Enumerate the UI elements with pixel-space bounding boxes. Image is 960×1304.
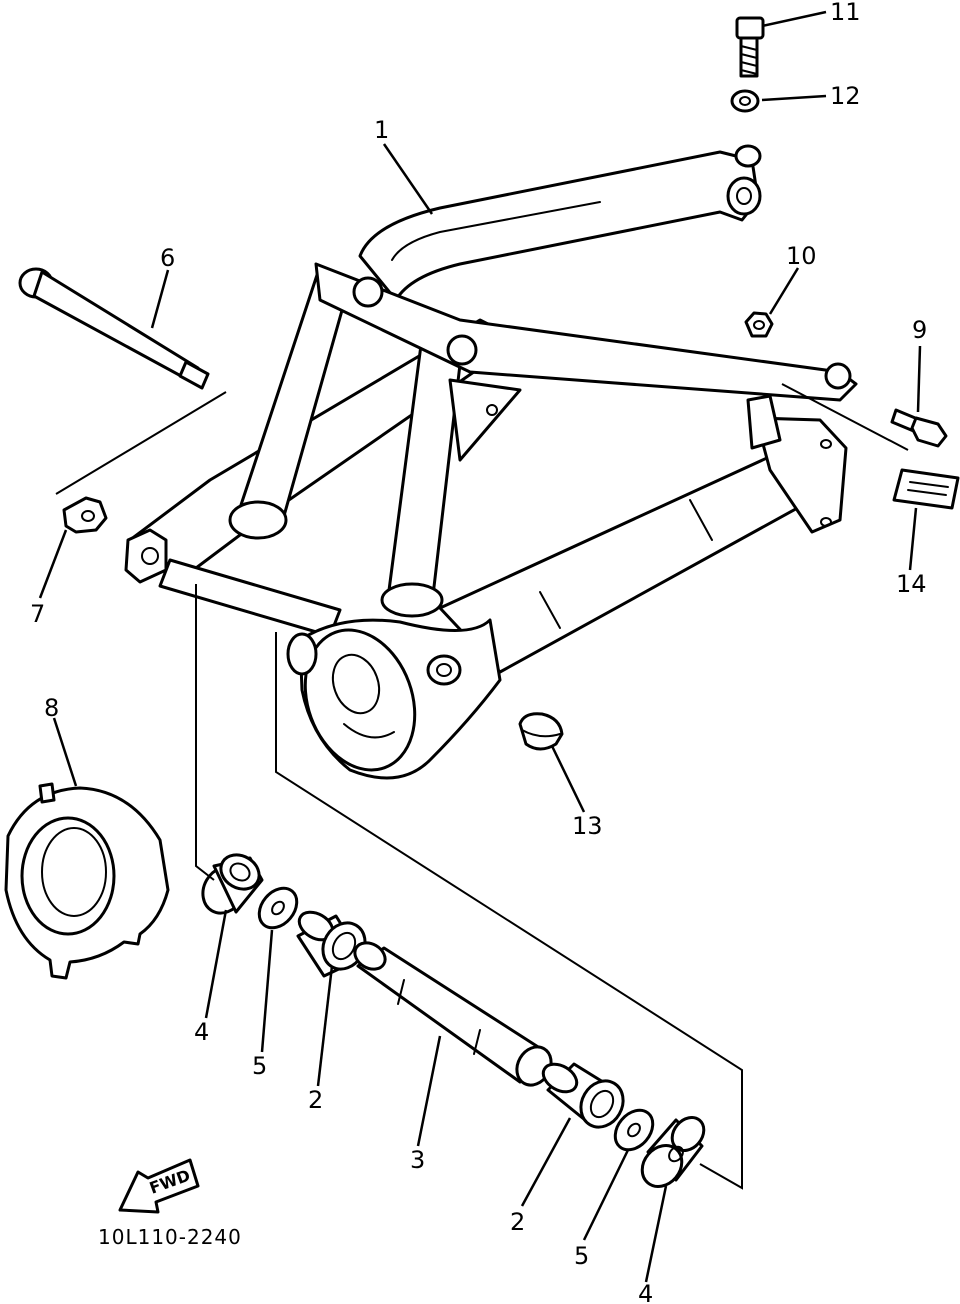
upper-arm-1 bbox=[358, 144, 762, 302]
callout-5-right: 5 bbox=[574, 1242, 589, 1270]
dust-cover-8 bbox=[4, 782, 170, 980]
nut-10 bbox=[744, 311, 774, 338]
cap-13 bbox=[518, 712, 564, 751]
callout-2-left: 2 bbox=[308, 1086, 323, 1114]
washer-5-right bbox=[613, 1108, 655, 1152]
plate-7 bbox=[62, 496, 108, 534]
fwd-arrow-icon: FWD bbox=[118, 1158, 200, 1214]
label-plate-14 bbox=[892, 468, 960, 510]
bearing-2-right bbox=[541, 1062, 625, 1129]
callout-4-right: 4 bbox=[638, 1280, 653, 1304]
leader-lines bbox=[38, 10, 922, 1283]
pivot-shaft-6 bbox=[18, 267, 210, 390]
callout-6: 6 bbox=[160, 244, 175, 272]
callout-labels: 11 12 1 6 10 9 14 7 8 13 4 5 2 3 2 5 4 bbox=[30, 0, 927, 1304]
callout-10: 10 bbox=[786, 242, 817, 270]
callout-1: 1 bbox=[374, 116, 389, 144]
callout-11: 11 bbox=[830, 0, 861, 26]
callout-8: 8 bbox=[44, 694, 59, 722]
swingarm-body bbox=[124, 262, 858, 780]
oil-seal-4-left bbox=[201, 853, 264, 915]
collar-3 bbox=[353, 941, 553, 1087]
washer-5-left bbox=[257, 886, 299, 930]
oil-seal-4-right bbox=[640, 1116, 706, 1188]
callout-3: 3 bbox=[410, 1146, 425, 1174]
bolt-11 bbox=[735, 16, 765, 78]
nut-12 bbox=[730, 89, 760, 113]
callout-2-right: 2 bbox=[510, 1208, 525, 1236]
assembly-brackets bbox=[55, 383, 909, 1190]
callout-12: 12 bbox=[830, 82, 861, 110]
callout-9: 9 bbox=[912, 316, 927, 344]
callout-5-left: 5 bbox=[252, 1052, 267, 1080]
callout-7: 7 bbox=[30, 600, 45, 628]
callout-14: 14 bbox=[896, 570, 927, 598]
callout-4-left: 4 bbox=[194, 1018, 209, 1046]
part-code: 10L110-2240 bbox=[98, 1225, 242, 1249]
bolt-9 bbox=[890, 408, 948, 448]
callout-13: 13 bbox=[572, 812, 603, 840]
